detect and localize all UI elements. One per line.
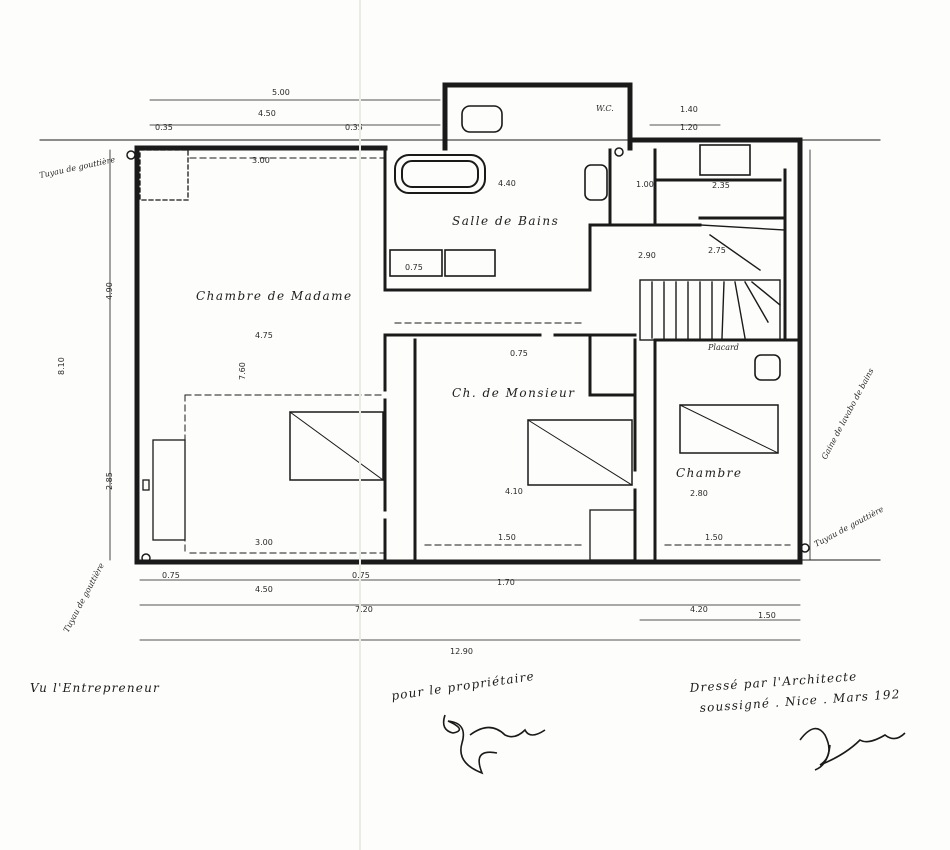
interior-walls [383,146,802,564]
note-wc: W.C. [596,104,614,113]
dim-label: 2.35 [712,181,730,190]
dimension-lines [109,99,811,641]
dim-label: 0.75 [405,263,423,272]
outer-walls [134,82,803,565]
signature-left [442,714,546,775]
note-gaine: Gaine de lavabo de bains [820,367,876,461]
dim-label: 0.35 [345,123,363,132]
dim-label: 3.00 [255,538,273,547]
dim-label: 2.90 [638,251,656,260]
note-tuyau-topleft: Tuyau de gouttière [39,155,117,180]
dim-label: 1.40 [680,105,698,114]
signature-right [799,727,906,771]
dim-label: 4.40 [498,179,516,188]
dashed-lines [184,157,791,556]
dim-label: 0.75 [510,349,528,358]
dim-label: 12.90 [450,647,473,656]
dim-label: 4.90 [105,282,114,300]
dim-label: 0.75 [162,571,180,580]
dim-label: 4.50 [255,585,273,594]
dim-label: 7.60 [238,362,247,380]
dim-label: 1.70 [497,578,515,587]
dim-label: 4.50 [258,109,276,118]
room-label-bains: Salle de Bains [452,214,559,228]
room-label-monsieur: Ch. de Monsieur [452,386,575,400]
footer-entrepreneur: Vu l'Entrepreneur [30,681,160,695]
dim-label: 8.10 [57,357,66,375]
room-label-madame: Chambre de Madame [196,289,353,303]
note-tuyau-right: Tuyau de gouttière [813,504,886,548]
dim-label: 5.00 [272,88,290,97]
dim-label: 4.10 [505,487,523,496]
dim-label: 1.20 [680,123,698,132]
footer-proprietaire: pour le propriétaire [390,669,535,703]
dim-label: 3.00 [252,156,270,165]
dim-label: 4.20 [690,605,708,614]
note-placard: Placard [707,343,739,352]
dim-label: 1.50 [758,611,776,620]
dim-label: 0.35 [155,123,173,132]
downpipes [126,147,810,563]
dim-label: 2.85 [105,472,114,490]
beds [289,404,779,486]
note-tuyau-left: Tuyau de gouttière [62,561,106,634]
dim-label: 1.50 [705,533,723,542]
room-label-chambre: Chambre [676,466,742,480]
staircase [639,224,786,341]
dim-label: 1.50 [498,533,516,542]
fireplace [139,149,636,561]
bathtub [394,154,486,194]
dim-label: 2.80 [690,489,708,498]
dim-label: 4.75 [255,331,273,340]
washbasins [389,105,781,381]
dim-label: 7.20 [355,605,373,614]
dim-label: 2.75 [708,246,726,255]
dim-label: 1.00 [636,180,654,189]
